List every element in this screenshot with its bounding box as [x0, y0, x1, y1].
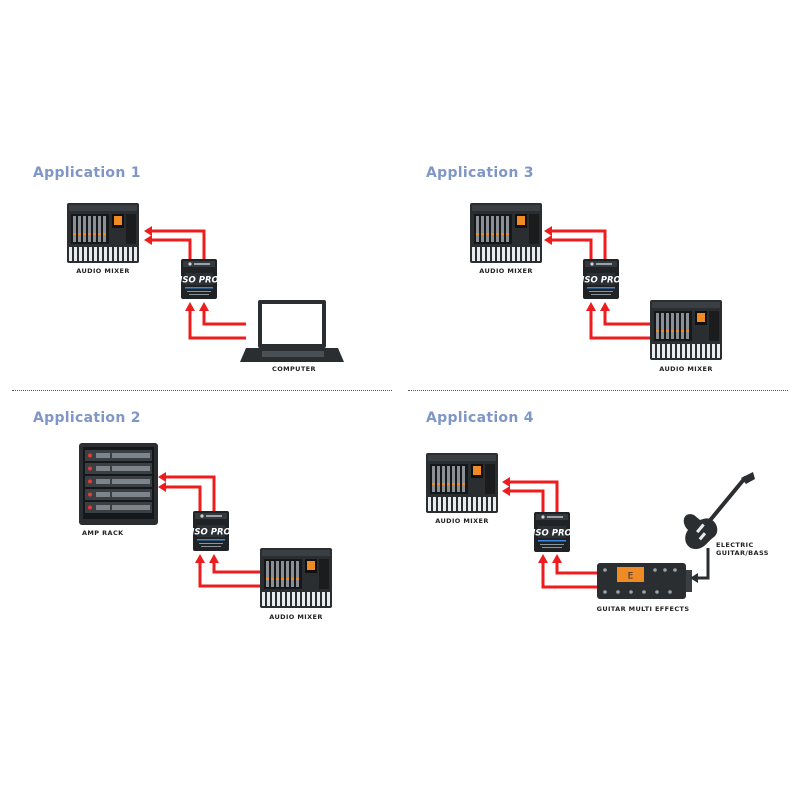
- audio-mixer-icon: [470, 203, 542, 263]
- iso-pro-device-icon: [191, 511, 231, 551]
- iso-pro-device-icon: [581, 259, 621, 299]
- audio-mixer-label: AUDIO MIXER: [76, 267, 130, 275]
- iso-pro-device-icon: [179, 259, 219, 299]
- separator-right: [408, 390, 788, 391]
- separator-left: [12, 390, 392, 391]
- guitar-multi-effects-label: GUITAR MULTI EFFECTS: [596, 605, 690, 613]
- application-2-title: Application 2: [33, 410, 141, 426]
- electric-guitar-bass-label: ELECTRIC GUITAR/BASS: [716, 541, 769, 557]
- application-3-diagram: [470, 203, 722, 360]
- audio-mixer-icon: [260, 548, 332, 608]
- amp-rack-label: AMP RACK: [82, 529, 124, 537]
- amp-rack-icon: [79, 443, 158, 525]
- application-4-title: Application 4: [426, 410, 534, 426]
- application-2-diagram: [79, 443, 332, 608]
- computer-label: COMPUTER: [272, 365, 316, 373]
- guitar-multi-effects-icon: E: [597, 563, 692, 599]
- audio-mixer-label: AUDIO MIXER: [479, 267, 533, 275]
- audio-mixer-label: AUDIO MIXER: [269, 613, 323, 621]
- application-3-title: Application 3: [426, 165, 534, 181]
- application-1-title: Application 1: [33, 165, 141, 181]
- application-1-diagram: [67, 203, 344, 362]
- computer-icon: [240, 300, 344, 362]
- audio-mixer-icon: [650, 300, 722, 360]
- audio-mixer-label: AUDIO MIXER: [435, 517, 489, 525]
- audio-mixer-icon: [67, 203, 139, 263]
- electric-guitar-icon: [683, 472, 755, 550]
- iso-pro-device-icon: [532, 512, 572, 552]
- application-4-diagram: E: [426, 453, 755, 599]
- audio-mixer-icon: [426, 453, 498, 513]
- audio-mixer-label: AUDIO MIXER: [659, 365, 713, 373]
- svg-text:E: E: [628, 572, 634, 582]
